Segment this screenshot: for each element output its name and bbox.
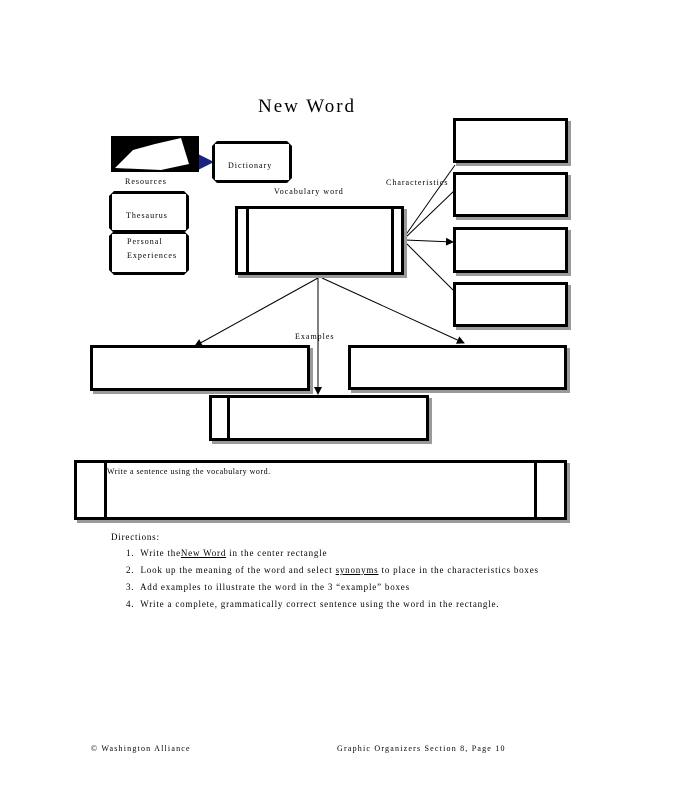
example-box-right	[348, 345, 567, 390]
personal-experiences-box: Personal Experiences	[109, 231, 189, 275]
example-box-center	[209, 395, 429, 441]
characteristic-box-1	[453, 118, 568, 163]
char-line-2	[404, 189, 456, 239]
characteristics-label: Characteristics	[386, 178, 449, 187]
footer-copyright: © Washington Alliance	[91, 744, 191, 753]
direction-item-1: 1. Write theNew Word in the center recta…	[126, 548, 327, 558]
dictionary-label: Dictionary	[228, 161, 273, 170]
book-icon	[111, 136, 199, 172]
resources-heading: Resources	[125, 177, 167, 186]
direction-number: 1.	[126, 548, 135, 558]
vocab-right-bar	[391, 209, 394, 272]
sentence-box: Write a sentence using the vocabulary wo…	[74, 460, 567, 520]
direction-text-post: in the center rectangle	[226, 548, 328, 558]
char-line-3	[404, 237, 454, 246]
char-line-4	[404, 241, 456, 293]
direction-text: Write a complete, grammatically correct …	[140, 599, 500, 609]
direction-item-3: 3. Add examples to illustrate the word i…	[126, 582, 410, 592]
sentence-right-bar	[534, 463, 537, 517]
direction-number: 3.	[126, 582, 135, 592]
direction-number: 4.	[126, 599, 135, 609]
vocabulary-label: Vocabulary word	[274, 187, 344, 196]
char-line-1	[404, 164, 456, 237]
direction-item-4: 4. Write a complete, grammatically corre…	[126, 599, 499, 609]
direction-link: New Word	[180, 548, 227, 558]
characteristic-box-2	[453, 172, 568, 217]
page-title: New Word	[258, 96, 357, 117]
direction-number: 2.	[126, 565, 135, 575]
direction-link: synonyms	[335, 565, 379, 575]
footer-page-info: Graphic Organizers Section 8, Page 10	[337, 744, 506, 753]
examples-label: Examples	[295, 332, 335, 341]
characteristic-box-4	[453, 282, 568, 327]
direction-text: Look up the meaning of the word and sele…	[140, 565, 336, 575]
direction-text-post: to place in the characteristics boxes	[378, 565, 539, 575]
direction-item-2: 2. Look up the meaning of the word and s…	[126, 565, 558, 575]
personal-label-line1: Personal	[127, 237, 163, 246]
vocabulary-word-box	[235, 206, 404, 275]
vocab-left-bar	[246, 209, 249, 272]
directions-heading: Directions:	[111, 532, 160, 542]
sentence-prompt: Write a sentence using the vocabulary wo…	[107, 467, 271, 476]
dictionary-box: Dictionary	[212, 141, 292, 183]
direction-text: Write the	[140, 548, 181, 558]
personal-label-line2: Experiences	[127, 251, 178, 260]
direction-text: Add examples to illustrate the word in t…	[139, 582, 410, 592]
sentence-left-bar	[104, 463, 107, 517]
example-box-left	[90, 345, 310, 391]
thesaurus-label: Thesaurus	[126, 211, 168, 220]
example-center-bar	[227, 398, 230, 438]
thesaurus-box: Thesaurus	[109, 191, 189, 233]
example-arrow-right	[321, 277, 465, 344]
example-arrow-left	[194, 277, 319, 347]
characteristic-box-3	[453, 227, 568, 273]
